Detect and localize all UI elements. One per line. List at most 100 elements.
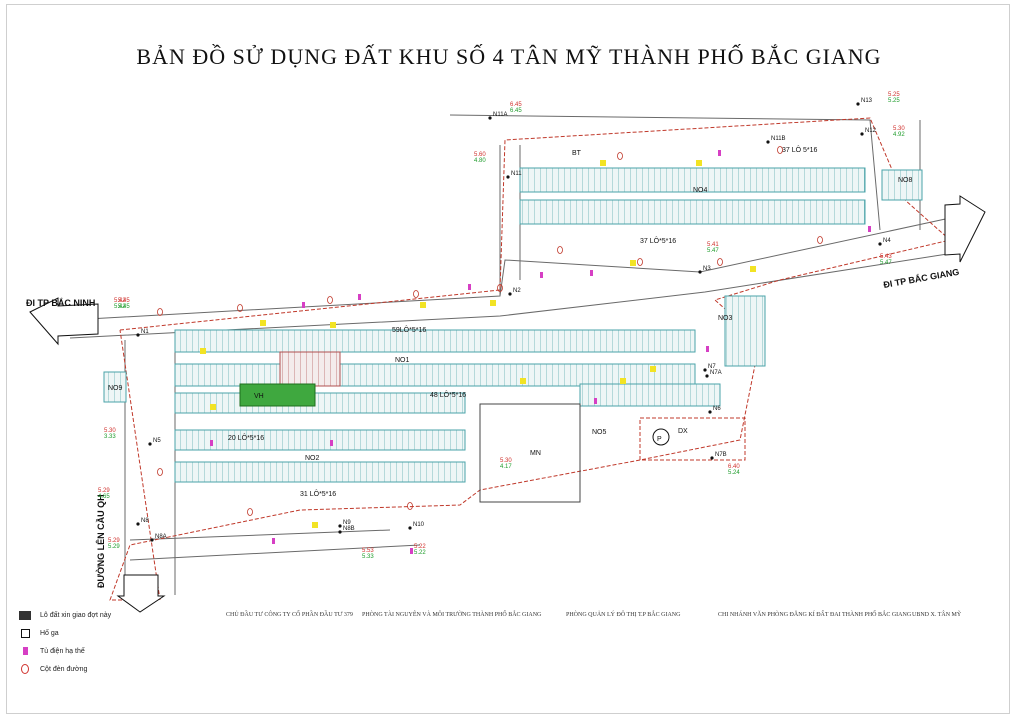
arrow-south-icon xyxy=(116,574,166,613)
transformer-marker xyxy=(540,272,543,278)
node-label: N7 xyxy=(708,364,716,370)
legend-ho-ga-label: Hố ga xyxy=(40,629,59,637)
lot-strip-no2-top xyxy=(174,429,466,451)
transformer-marker xyxy=(410,548,413,554)
street-light-marker xyxy=(407,502,413,510)
elevation-design: 5.53 xyxy=(362,548,374,554)
node-marker xyxy=(148,442,152,446)
yellow-marker xyxy=(650,366,656,372)
signature-qldt: PHÒNG QUẢN LÝ ĐÔ THỊ T.P BẮC GIANG xyxy=(566,612,681,618)
lot-strip-no4-bottom xyxy=(519,199,866,225)
node-label: N3 xyxy=(703,266,711,272)
transformer-marker xyxy=(706,346,709,352)
node-marker xyxy=(710,456,714,460)
yellow-marker xyxy=(630,260,636,266)
legend-row-tu-dien: Tủ điện hạ thế xyxy=(18,642,111,660)
street-light-marker xyxy=(817,236,823,244)
node-marker xyxy=(860,132,864,136)
block-no5-label: NO5 xyxy=(592,429,607,436)
lot-strip-no1-top xyxy=(174,329,696,353)
transformer-marker xyxy=(590,270,593,276)
direction-bac-ninh: ĐI TP BẮC NINH xyxy=(26,298,95,308)
lot-strip-no3 xyxy=(724,295,766,367)
elevation-design: 5.30 xyxy=(104,428,116,434)
node-marker xyxy=(703,368,707,372)
elevation-natural: 5.22 xyxy=(414,550,426,556)
elevation-natural: 3.33 xyxy=(104,434,116,440)
lot-label-48: 48 LÔ*5*16 xyxy=(430,390,466,399)
node-label: N2 xyxy=(513,288,521,294)
mn-parcel xyxy=(479,403,581,503)
block-no4-label: NO4 xyxy=(693,187,708,194)
elevation-design: 5.60 xyxy=(474,152,486,158)
node-label: N9 xyxy=(343,520,351,526)
node-marker xyxy=(508,292,512,296)
transformer-marker xyxy=(868,226,871,232)
street-light-marker xyxy=(247,508,253,516)
yellow-marker xyxy=(520,378,526,384)
block-vh-label: VH xyxy=(254,393,264,400)
node-marker xyxy=(338,530,342,534)
transformer-marker xyxy=(718,150,721,156)
elevation-natural: 5.45 xyxy=(118,304,130,310)
block-no1-label: NO1 xyxy=(395,357,410,364)
street-light-marker xyxy=(497,284,503,292)
lot-strip-no6 xyxy=(579,383,721,407)
parking-label: P xyxy=(657,436,662,443)
lot-label-37b: 37 LÔ*5*16 xyxy=(640,236,676,245)
signature-ubnd: UBND X. TÂN MỸ xyxy=(912,612,962,618)
elevation-design: 5.42 xyxy=(114,298,126,304)
elevation-natural: 4.80 xyxy=(474,158,486,164)
node-label: N12 xyxy=(865,128,877,134)
page-title: BẢN ĐỒ SỬ DỤNG ĐẤT KHU SỐ 4 TÂN MỸ THÀNH… xyxy=(136,44,882,69)
street-light-marker xyxy=(557,246,563,254)
lot-label-31: 31 LÔ*5*16 xyxy=(300,489,336,498)
lot-strip-no2-bottom xyxy=(174,461,466,483)
node-marker xyxy=(338,524,342,528)
node-marker xyxy=(856,102,860,106)
node-marker xyxy=(708,410,712,414)
lot-label-59: 59LÔ*5*16 xyxy=(392,325,426,334)
yellow-marker xyxy=(260,320,266,326)
direction-cau-qh: ĐƯỜNG LÊN CẦU QH xyxy=(95,494,106,588)
yellow-marker xyxy=(750,266,756,272)
street-light-marker xyxy=(413,290,419,298)
node-label: N8 xyxy=(141,518,149,524)
signature-tnmt: PHÒNG TÀI NGUYÊN VÀ MÔI TRƯỜNG THÀNH PHỐ… xyxy=(362,612,542,618)
block-no8-label: NO8 xyxy=(898,177,913,184)
street-light-marker xyxy=(327,296,333,304)
elevation-natural: 5.42 xyxy=(114,304,126,310)
lot-strip-no1-red xyxy=(279,351,341,387)
node-marker xyxy=(150,538,154,542)
block-mn-label: MN xyxy=(530,450,541,457)
elevation-natural: 4.92 xyxy=(893,132,905,138)
elevation-design: 5.29 xyxy=(108,538,120,544)
yellow-marker xyxy=(312,522,318,528)
node-label: N7B xyxy=(715,452,727,458)
elevation-design: 6.40 xyxy=(728,464,740,470)
lot-strip-no9-west xyxy=(103,371,127,403)
legend: Lô đất xin giao đợt này Hố ga Tủ điện hạ… xyxy=(18,606,111,678)
arrow-east-icon xyxy=(944,195,986,263)
node-label: N8B xyxy=(343,526,355,532)
elevation-design: 6.45 xyxy=(510,102,522,108)
yellow-marker xyxy=(420,302,426,308)
elevation-natural: 5.25 xyxy=(888,98,900,104)
elevation-natural: 6.45 xyxy=(510,108,522,114)
yellow-marker xyxy=(200,348,206,354)
site-boundary xyxy=(109,117,952,601)
node-label: N6 xyxy=(713,406,721,412)
lot-label-20: 20 LÔ*5*16 xyxy=(228,433,264,442)
lot-swatch-icon xyxy=(19,610,31,620)
transformer-marker xyxy=(302,302,305,308)
transformer-marker xyxy=(210,440,213,446)
parking-icon xyxy=(652,428,670,446)
lot-strip-no9 xyxy=(174,392,466,414)
yellow-marker xyxy=(600,160,606,166)
map-frame xyxy=(6,4,1010,714)
node-marker xyxy=(488,116,492,120)
lot-label-37a: 37 LÔ 5*16 xyxy=(782,145,818,154)
block-dx-label: DX xyxy=(678,428,688,435)
transformer-marker xyxy=(358,294,361,300)
node-marker xyxy=(698,270,702,274)
